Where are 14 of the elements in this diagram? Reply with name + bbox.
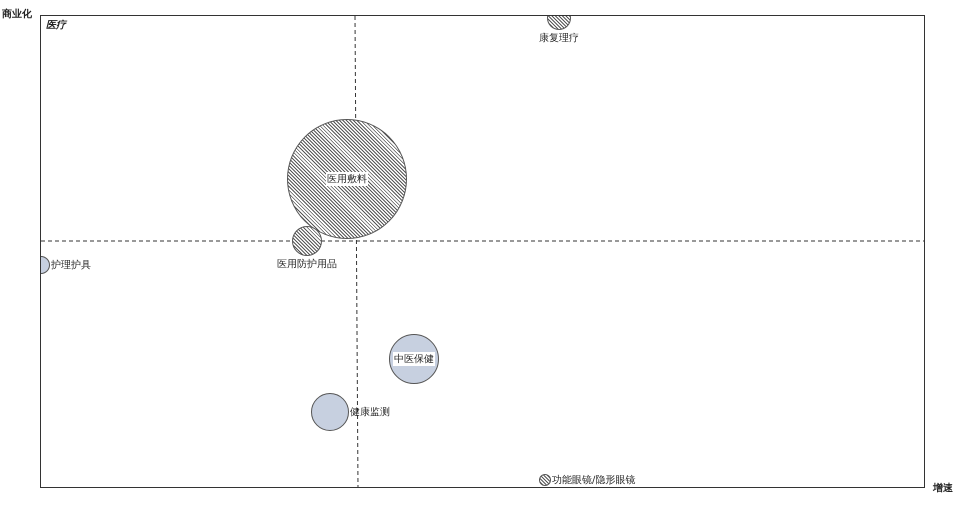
bubble-label: 康复理疗 [539,32,579,45]
bubble-label: 医用防护用品 [277,258,337,271]
bubble-label: 医用敷料 [326,172,368,186]
quadrant-label: 医疗 [46,18,66,32]
axis-label: 商业化 [2,7,32,21]
bubble-label: 健康监测 [350,406,390,419]
bubble-label: 功能眼镜/隐形眼镜 [552,474,636,487]
bubble [311,393,349,431]
bubble [292,226,322,256]
bubble-label: 中医保健 [393,352,435,366]
bubble [389,334,439,384]
bubble [539,474,551,486]
axis-label: 增速 [933,482,953,495]
bubble-label: 护理护具 [51,258,91,272]
